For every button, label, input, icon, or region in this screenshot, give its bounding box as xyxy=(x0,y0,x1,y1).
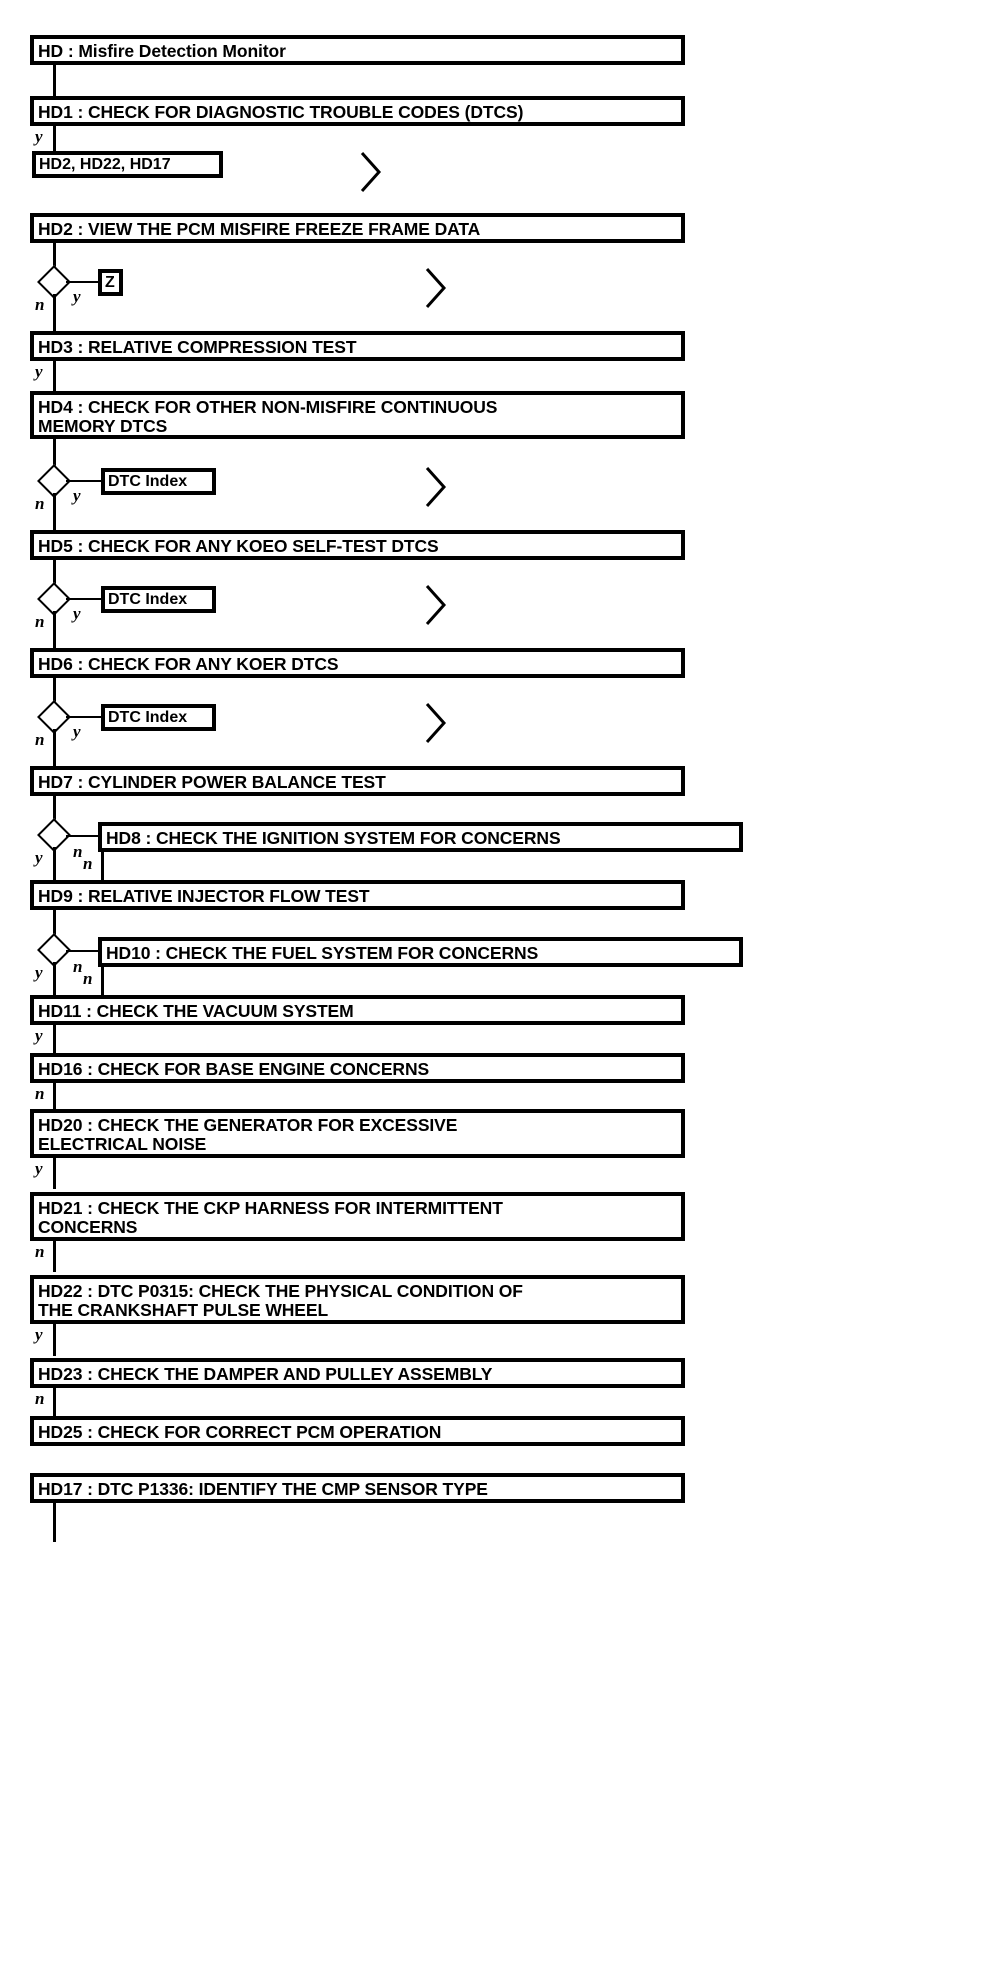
flow-step-HD9[interactable]: HD9 : RELATIVE INJECTOR FLOW TEST xyxy=(30,880,685,910)
flow-step-HD10[interactable]: HD10 : CHECK THE FUEL SYSTEM FOR CONCERN… xyxy=(98,937,743,967)
branch-label-hd20-yes: y xyxy=(35,1159,43,1178)
branch-label-hd22-yes: y xyxy=(35,1325,43,1344)
branch-label-hd2-yes: y xyxy=(73,287,81,306)
continuation-chevron-1 xyxy=(358,150,384,194)
flow-step-HD23[interactable]: HD23 : CHECK THE DAMPER AND PULLEY ASSEM… xyxy=(30,1358,685,1388)
branch-label-hd16-no: n xyxy=(35,1084,45,1103)
connector-hd8-no-down xyxy=(101,851,104,883)
branch-label-hd8-no: n xyxy=(83,854,93,873)
connector-hd6-no-down xyxy=(53,729,56,767)
branch-label-hd4-no: n xyxy=(35,494,45,513)
flow-step-HD[interactable]: HD : Misfire Detection Monitor xyxy=(30,35,685,65)
connector-hd6-yes-to-dtc-index xyxy=(66,716,104,718)
connector-hd10-no-down xyxy=(101,966,104,996)
branch-label-hd4-yes: y xyxy=(73,486,81,505)
flow-step-HD1[interactable]: HD1 : CHECK FOR DIAGNOSTIC TROUBLE CODES… xyxy=(30,96,685,126)
reference-z[interactable]: Z xyxy=(98,269,123,296)
continuation-chevron-3 xyxy=(423,465,449,509)
branch-label-hd3-yes: y xyxy=(35,362,43,381)
flow-step-HD4[interactable]: HD4 : CHECK FOR OTHER NON-MISFIRE CONTIN… xyxy=(30,391,685,439)
connector-hd2-no-down xyxy=(53,294,56,332)
connector-hd4-yes-to-dtc-index xyxy=(66,480,104,482)
flow-step-HD6[interactable]: HD6 : CHECK FOR ANY KOER DTCS xyxy=(30,648,685,678)
flow-step-HD7[interactable]: HD7 : CYLINDER POWER BALANCE TEST xyxy=(30,766,685,796)
connector-hd4-to-decision xyxy=(53,438,56,470)
connector-hd7-no-to-hd8 xyxy=(66,835,100,837)
branch-label-hd6-yes: y xyxy=(73,722,81,741)
flow-step-HD20[interactable]: HD20 : CHECK THE GENERATOR FOR EXCESSIVE… xyxy=(30,1109,685,1158)
connector-hd5-yes-to-dtc-index xyxy=(66,598,104,600)
connector-hd1-to-ref1 xyxy=(53,125,56,152)
branch-label-hd9-no: n xyxy=(73,957,83,976)
connector-hd2-to-decision xyxy=(53,242,56,270)
branch-label-hd23-no: n xyxy=(35,1389,45,1408)
flow-step-HD25[interactable]: HD25 : CHECK FOR CORRECT PCM OPERATION xyxy=(30,1416,685,1446)
flow-step-HD8[interactable]: HD8 : CHECK THE IGNITION SYSTEM FOR CONC… xyxy=(98,822,743,852)
branch-label-hd9-yes: y xyxy=(35,963,43,982)
flow-step-HD11[interactable]: HD11 : CHECK THE VACUUM SYSTEM xyxy=(30,995,685,1025)
connector-hd22-to-hd23 xyxy=(53,1323,56,1356)
branch-label-hd6-no: n xyxy=(35,730,45,749)
connector-hd7-to-decision xyxy=(53,795,56,824)
connector-hd20-to-hd21 xyxy=(53,1157,56,1189)
branch-label-hd11-yes: y xyxy=(35,1026,43,1045)
branch-label-hd2-no: n xyxy=(35,295,45,314)
continuation-chevron-2 xyxy=(423,266,449,310)
connector-hd9-to-decision xyxy=(53,909,56,938)
flow-step-HD22[interactable]: HD22 : DTC P0315: CHECK THE PHYSICAL CON… xyxy=(30,1275,685,1324)
connector-hd16-to-hd20 xyxy=(53,1082,56,1110)
reference-hd2-hd22-hd17[interactable]: HD2, HD22, HD17 xyxy=(32,151,223,178)
flow-step-HD3[interactable]: HD3 : RELATIVE COMPRESSION TEST xyxy=(30,331,685,361)
connector-hd7-yes-down xyxy=(53,847,56,883)
connector-hd11-to-hd16 xyxy=(53,1024,56,1053)
flow-step-HD21[interactable]: HD21 : CHECK THE CKP HARNESS FOR INTERMI… xyxy=(30,1192,685,1241)
connector-hd23-to-hd25 xyxy=(53,1387,56,1417)
branch-label-hd5-yes: y xyxy=(73,604,81,623)
connector-hd5-no-down xyxy=(53,611,56,649)
branch-label-hd7-no: n xyxy=(73,842,83,861)
flow-step-HD5[interactable]: HD5 : CHECK FOR ANY KOEO SELF-TEST DTCS xyxy=(30,530,685,560)
branch-label-hd10-no: n xyxy=(83,969,93,988)
branch-label-hd21-no: n xyxy=(35,1242,45,1261)
connector-hd4-no-down xyxy=(53,493,56,531)
connector-hd3-to-hd4 xyxy=(53,360,56,392)
connector-hd2-yes-to-z xyxy=(66,281,100,283)
connector-hd9-no-to-hd10 xyxy=(66,950,100,952)
reference-dtc-index-1[interactable]: DTC Index xyxy=(101,468,216,495)
reference-dtc-index-3[interactable]: DTC Index xyxy=(101,704,216,731)
continuation-chevron-4 xyxy=(423,583,449,627)
flow-step-HD16[interactable]: HD16 : CHECK FOR BASE ENGINE CONCERNS xyxy=(30,1053,685,1083)
reference-dtc-index-2[interactable]: DTC Index xyxy=(101,586,216,613)
connector-hd6-to-decision xyxy=(53,677,56,705)
connector-hd21-to-hd22 xyxy=(53,1240,56,1272)
branch-label-hd5-no: n xyxy=(35,612,45,631)
connector-hd5-to-decision xyxy=(53,559,56,587)
connector-hd9-yes-down xyxy=(53,962,56,996)
flow-step-HD17[interactable]: HD17 : DTC P1336: IDENTIFY THE CMP SENSO… xyxy=(30,1473,685,1503)
flow-step-HD2[interactable]: HD2 : VIEW THE PCM MISFIRE FREEZE FRAME … xyxy=(30,213,685,243)
continuation-chevron-5 xyxy=(423,701,449,745)
branch-label-hd7-yes: y xyxy=(35,848,43,867)
connector-hd17-down xyxy=(53,1502,56,1542)
branch-label-hd1-yes: y xyxy=(35,127,43,146)
connector-hd-to-hd1 xyxy=(53,64,56,97)
